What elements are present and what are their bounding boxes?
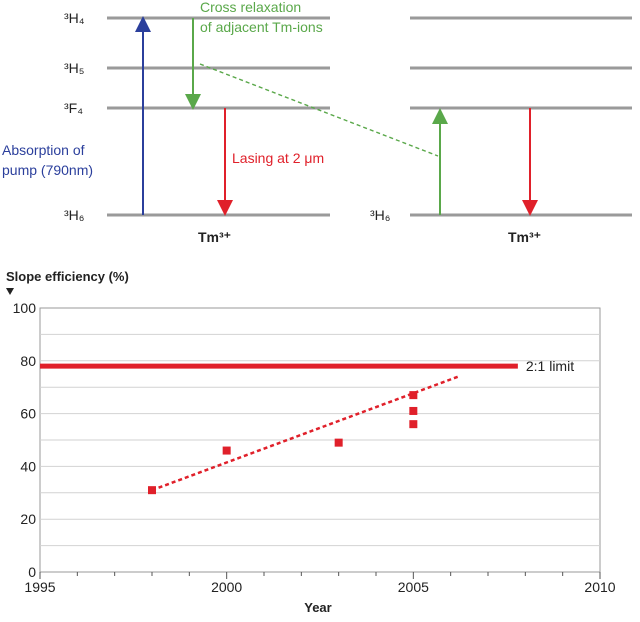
y-tick-label: 60 (20, 406, 36, 422)
ion-label-right: Tm³⁺ (508, 229, 541, 245)
level-label-3h5: ³H₅ (64, 60, 84, 76)
x-tick-label: 1995 (24, 579, 55, 595)
energy-transfer-dashed (199, 63, 439, 157)
data-point (148, 486, 156, 495)
data-point (409, 420, 418, 429)
cross-relaxation-label-2: of adjacent Tm-ions (200, 19, 323, 35)
level-label-3h6-left: ³H₆ (64, 207, 84, 223)
level-label-3f4: ³F₄ (64, 100, 83, 116)
slope-efficiency-chart: Slope efficiency (%) 0 20 40 60 80 100 1995 200… (6, 269, 616, 615)
x-axis-title: Year (304, 600, 331, 615)
y-tick-label: 0 (28, 564, 36, 580)
level-label-3h4: ³H₄ (64, 10, 85, 26)
x-tick-label: 2010 (584, 579, 615, 595)
y-tick-label: 100 (13, 300, 37, 316)
data-point (409, 406, 418, 415)
cross-relaxation-label-1: Cross relaxation (200, 0, 301, 15)
trendline (151, 375, 459, 492)
level-label-3h6-right: ³H₆ (370, 207, 390, 223)
data-point (409, 391, 418, 400)
x-tick-label: 2000 (211, 579, 242, 595)
y-tick-label: 80 (20, 353, 36, 369)
y-tick-label: 20 (20, 511, 36, 527)
absorption-label-2: pump (790nm) (2, 162, 93, 178)
limit-line-label: 2:1 limit (526, 358, 574, 374)
x-tick-label: 2005 (398, 579, 429, 595)
data-point (222, 446, 231, 455)
energy-diagram: ³H₄ ³H₅ ³F₄ ³H₆ ³H₆ Cross relaxation of … (2, 0, 632, 245)
y-axis-title-marker (6, 288, 14, 295)
y-tick-label: 40 (20, 458, 36, 474)
y-axis-title: Slope efficiency (%) (6, 269, 129, 284)
data-point (334, 438, 343, 447)
lasing-label: Lasing at 2 μm (232, 150, 324, 166)
ion-label-left: Tm³⁺ (198, 229, 231, 245)
absorption-label-1: Absorption of (2, 142, 85, 158)
